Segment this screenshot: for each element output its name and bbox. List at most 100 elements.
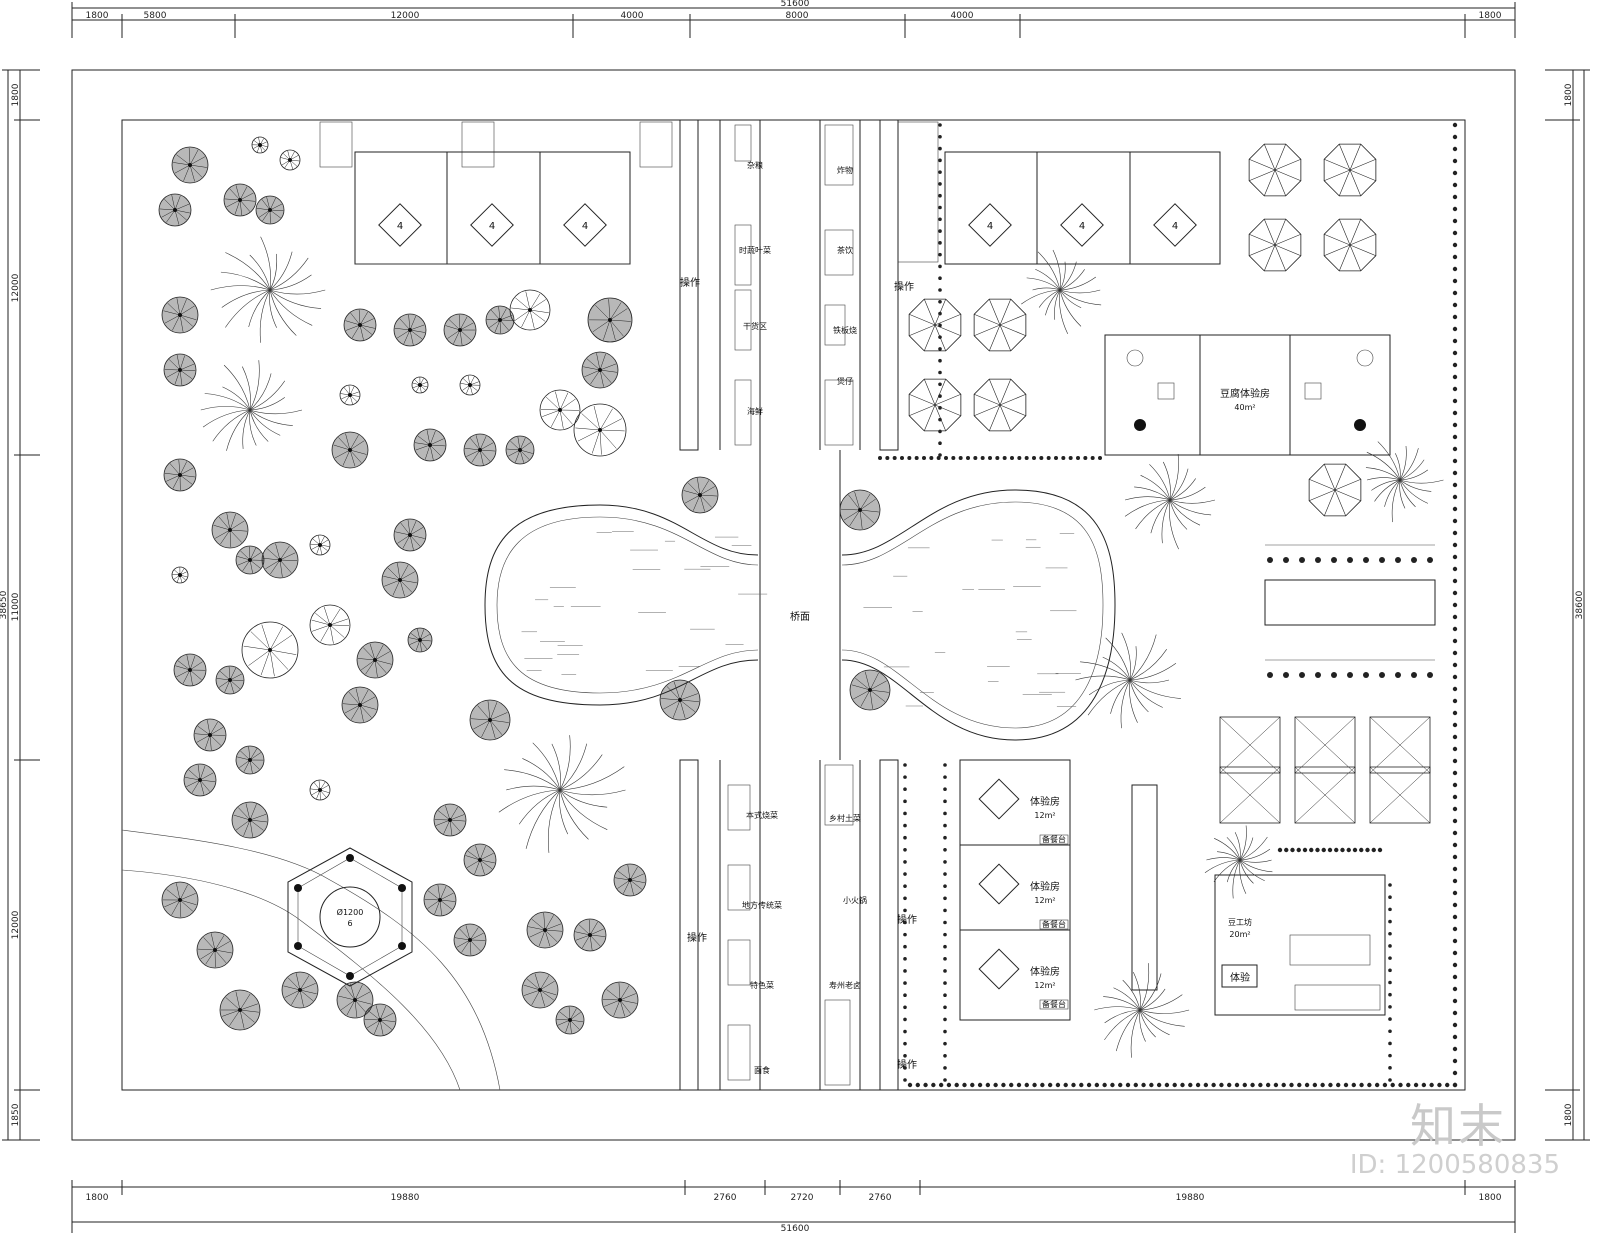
hedge-shrub — [1452, 638, 1458, 644]
exp-room-3-area: 12m² — [1034, 981, 1055, 990]
stall-rt-1: 炸物 — [837, 165, 853, 175]
tree-branch — [249, 559, 261, 569]
hedge-shrub — [938, 193, 942, 198]
large-tree-branch — [202, 409, 251, 428]
umbrella-rib — [924, 379, 936, 406]
hedge-shrub — [1001, 1082, 1006, 1088]
large-tree-branch — [1038, 289, 1061, 308]
large-tree-branch — [1035, 268, 1061, 291]
stall-lt-1: 杂粮 — [747, 160, 763, 170]
large-tree-branch — [551, 743, 561, 791]
tree-branch — [248, 746, 251, 761]
tree-branch — [851, 684, 871, 691]
tree-branch — [608, 299, 611, 321]
tree-branch — [209, 734, 222, 746]
tree-branch — [357, 658, 376, 661]
tree-canopy — [459, 374, 481, 396]
umbrella-rib — [1324, 244, 1351, 256]
tree-branch — [340, 999, 356, 1011]
tree-branch — [258, 209, 271, 218]
tree-branch — [684, 494, 701, 504]
tree-branch — [214, 529, 231, 539]
hedge-shrub — [929, 456, 934, 460]
hedge-shrub — [903, 1029, 907, 1034]
hedge-shrub — [1040, 1082, 1045, 1088]
hedge-shrub — [1452, 674, 1458, 680]
hedge-shrub — [903, 848, 907, 852]
tree-branch — [269, 649, 289, 670]
tree-branch — [283, 985, 301, 991]
large-tree-branch — [1102, 656, 1131, 681]
stall-rt-4: 煲仔 — [837, 376, 853, 386]
tree-branch — [179, 305, 195, 316]
tree-branch — [569, 1019, 580, 1030]
tree-branch — [174, 369, 181, 385]
umbrella-rib — [989, 324, 1001, 351]
tree-branch — [218, 516, 231, 531]
large-tree-branch — [532, 742, 561, 791]
pavilion-diameter: Ø1200 — [337, 907, 364, 917]
hedge-shrub — [985, 1082, 991, 1088]
hedge-shrub — [1452, 1058, 1458, 1064]
tree — [469, 699, 511, 741]
tree-branch — [544, 929, 563, 932]
umbrella-rib — [1334, 489, 1346, 516]
tree-canopy — [309, 604, 351, 646]
tree-branch — [171, 899, 181, 916]
hedge-shrub — [1388, 895, 1392, 899]
umbrella-rib — [1249, 234, 1276, 246]
hedge-shrub — [938, 123, 942, 127]
hedge-shrub — [1452, 878, 1458, 884]
tree — [555, 1005, 585, 1035]
large-tree-branch — [1120, 679, 1131, 729]
tree-branch — [365, 659, 376, 675]
hedge-shrub — [1388, 931, 1392, 936]
umbrella-rib — [1349, 169, 1361, 196]
hedge-shrub — [977, 1082, 983, 1088]
hedge-shrub — [1039, 456, 1044, 460]
tree-branch — [359, 324, 364, 340]
tree-branch — [229, 679, 244, 681]
tree-branch — [240, 550, 251, 561]
tree-branch — [545, 396, 561, 411]
tree-branch — [338, 437, 351, 451]
tree-trunk — [178, 313, 182, 317]
hedge-shrub — [970, 1082, 975, 1088]
rect-umbrella — [1219, 716, 1281, 774]
large-tree-branch — [1169, 468, 1189, 501]
tree-branch — [599, 429, 602, 455]
hedge-shrub — [936, 456, 941, 460]
hedge-shrub — [943, 981, 947, 985]
tree-branch — [486, 319, 501, 321]
hedge-shrub — [1315, 672, 1321, 678]
tree — [573, 918, 607, 952]
tree-branch — [860, 689, 871, 707]
tree-branch — [699, 486, 715, 496]
hedge-shrub — [966, 456, 970, 460]
tree-branch — [239, 1003, 259, 1011]
tree-branch — [617, 870, 631, 881]
tree-branch — [265, 559, 281, 570]
tree-branch — [581, 934, 591, 949]
stall-equipment — [727, 124, 854, 1086]
hedge-shrub — [1398, 1082, 1403, 1088]
hedge-shrub — [1452, 626, 1458, 632]
tofu-experience-house: 豆腐体验房 40m² — [1104, 334, 1391, 456]
rect-umbrella — [1369, 766, 1431, 824]
tree-branch — [397, 329, 411, 339]
hedge-shrub — [1304, 1082, 1310, 1088]
hedge-shrub — [1054, 456, 1058, 460]
tree — [331, 431, 369, 469]
tree-branch — [859, 493, 871, 511]
tree — [356, 641, 394, 679]
hedge-shrub — [1388, 980, 1392, 985]
hedge-shrub — [1302, 847, 1308, 853]
hedge-shrub — [1195, 1082, 1201, 1088]
hedge-shrub — [943, 1005, 947, 1010]
stall-rb-3: 寿州老卤 — [829, 980, 861, 990]
hedge-shrub — [1452, 230, 1458, 236]
left-dimension: 38650 1800 12000 11000 12000 1850 — [0, 69, 40, 1141]
hedge-shrub — [903, 920, 907, 925]
tree-branch — [590, 369, 601, 385]
tree-branch — [397, 563, 401, 581]
